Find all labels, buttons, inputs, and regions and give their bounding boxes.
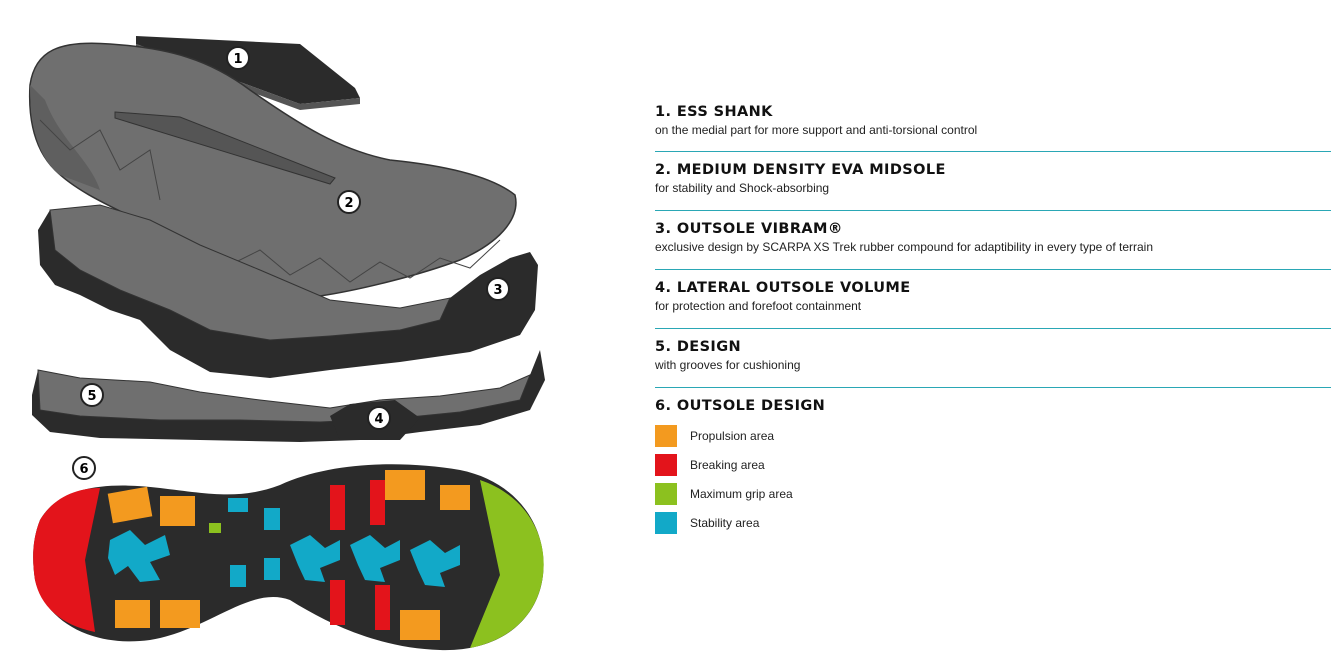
- badge-3-label: 3: [493, 283, 502, 298]
- area-propulsion: Propulsion area: [655, 421, 1331, 450]
- stability-label: Stability area: [690, 515, 760, 530]
- feature-outsole-vibram: 3. OUTSOLE VIBRAM® exclusive design by S…: [655, 211, 1331, 270]
- eva-midsole-layer: [28, 42, 517, 301]
- maximum-grip-label: Maximum grip area: [690, 486, 793, 501]
- feature-description: for protection and forefoot containment: [655, 299, 862, 313]
- feature-title: 1. ESS SHANK: [655, 104, 773, 120]
- badge-5-label: 5: [87, 389, 96, 404]
- vibram-outsole-layer: [38, 204, 538, 378]
- feature-description: on the medial part for more support and …: [655, 123, 978, 137]
- feature-ess-shank: 1. ESS SHANK on the medial part for more…: [655, 103, 1331, 152]
- breaking-swatch: [655, 453, 677, 476]
- badge-4: 4: [367, 406, 391, 430]
- breaking-label: Breaking area: [690, 457, 765, 472]
- area-maximum-grip: Maximum grip area: [655, 479, 1331, 508]
- outsole-design-section: 6. OUTSOLE DESIGN Propulsion area Breaki…: [655, 388, 1331, 537]
- exploded-sole-diagram: 1 2 3 4 5 6: [28, 36, 545, 651]
- area-breaking: Breaking area: [655, 450, 1331, 479]
- badge-1-label: 1: [233, 52, 242, 67]
- badge-2: 2: [337, 190, 361, 214]
- propulsion-label: Propulsion area: [690, 428, 775, 443]
- badge-6-label: 6: [79, 462, 88, 477]
- badge-1: 1: [226, 46, 250, 70]
- outsole-design-layer: [33, 464, 544, 651]
- badge-2-label: 2: [344, 196, 353, 211]
- feature-title: 2. MEDIUM DENSITY EVA MIDSOLE: [655, 162, 946, 178]
- feature-description: with grooves for cushioning: [655, 358, 801, 372]
- feature-eva-midsole: 2. MEDIUM DENSITY EVA MIDSOLE for stabil…: [655, 152, 1331, 211]
- maximum-grip-swatch: [655, 482, 677, 505]
- feature-title: 3. OUTSOLE VIBRAM®: [655, 221, 843, 237]
- feature-description: for stability and Shock-absorbing: [655, 181, 830, 195]
- propulsion-swatch: [655, 424, 677, 447]
- badge-5: 5: [80, 383, 104, 407]
- badge-3: 3: [486, 277, 510, 301]
- area-stability: Stability area: [655, 508, 1331, 537]
- stability-swatch: [655, 511, 677, 534]
- feature-design: 5. DESIGN with grooves for cushioning: [655, 329, 1331, 388]
- feature-title: 5. DESIGN: [655, 339, 742, 355]
- ess-shank-layer: [136, 36, 360, 110]
- feature-description: exclusive design by SCARPA XS Trek rubbe…: [655, 240, 1154, 254]
- features-legend: 1. ESS SHANK on the medial part for more…: [655, 103, 1331, 537]
- badge-4-label: 4: [374, 412, 383, 427]
- feature-lateral-outsole-volume: 4. LATERAL OUTSOLE VOLUME for protection…: [655, 270, 1331, 329]
- outsole-design-title: 6. OUTSOLE DESIGN: [655, 398, 826, 414]
- feature-title: 4. LATERAL OUTSOLE VOLUME: [655, 280, 911, 296]
- badge-6: 6: [72, 456, 96, 480]
